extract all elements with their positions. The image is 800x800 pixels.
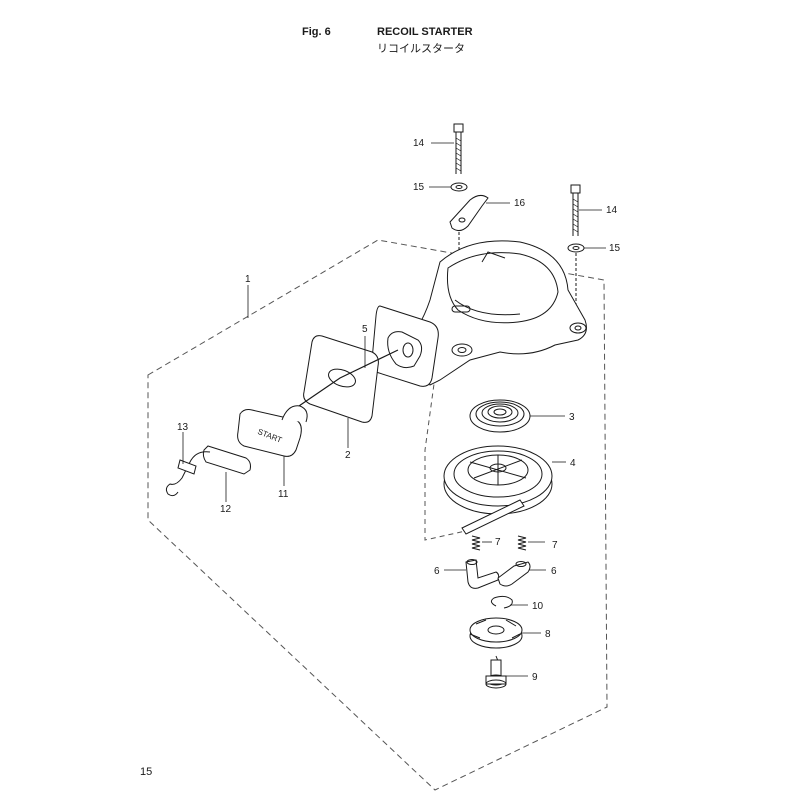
ratchet-plate-8	[469, 617, 523, 649]
callout-8: 8	[545, 629, 551, 640]
callout-14-right: 14	[606, 205, 618, 216]
assembly-boundary	[147, 239, 608, 791]
page-title: RECOIL STARTER	[377, 26, 473, 38]
bracket-16	[449, 194, 489, 232]
washer-15-right	[567, 243, 585, 253]
callout-15-right: 15	[609, 243, 621, 254]
screw-9	[485, 655, 507, 689]
callout-5: 5	[362, 324, 368, 335]
callout-7-left: 7	[495, 537, 501, 548]
pawl-6-right	[497, 561, 531, 587]
callout-14-left: 14	[413, 138, 425, 149]
clip-13	[177, 459, 197, 475]
starter-rope	[295, 349, 399, 409]
washer-15-left	[450, 182, 468, 192]
rope-guide-5	[371, 305, 439, 387]
start-handle-11: START	[237, 405, 308, 457]
grip-12	[202, 445, 251, 475]
sub-boundary	[424, 339, 471, 541]
bolt-14-left	[453, 123, 464, 174]
recoil-spring-3	[469, 399, 531, 433]
callout-4: 4	[570, 458, 576, 469]
starter-housing	[399, 240, 587, 386]
callout-7-right: 7	[552, 540, 558, 551]
callout-1: 1	[245, 274, 251, 285]
figure-label: Fig. 6	[302, 26, 331, 38]
callout-6-left: 6	[434, 566, 440, 577]
callout-13: 13	[177, 422, 189, 433]
page-subtitle: リコイルスタータ	[377, 43, 465, 55]
callout-3: 3	[569, 412, 575, 423]
callout-9: 9	[532, 672, 538, 683]
callout-2: 2	[345, 450, 351, 461]
pawl-spring-7-right	[517, 535, 527, 551]
rope-reel-4	[443, 445, 553, 535]
rope-end-13	[165, 451, 211, 497]
pawl-spring-7-left	[471, 535, 481, 551]
callout-10: 10	[532, 601, 544, 612]
pawl-6-left	[465, 559, 500, 589]
callout-12: 12	[220, 504, 232, 515]
callout-11: 11	[278, 489, 289, 500]
callout-6-right: 6	[551, 566, 557, 577]
page-number: 15	[140, 766, 153, 778]
callout-16: 16	[514, 198, 526, 209]
circlip-10	[490, 595, 513, 609]
callout-15-left: 15	[413, 182, 425, 193]
plate-2	[303, 335, 379, 423]
bolt-14-right	[570, 184, 581, 236]
